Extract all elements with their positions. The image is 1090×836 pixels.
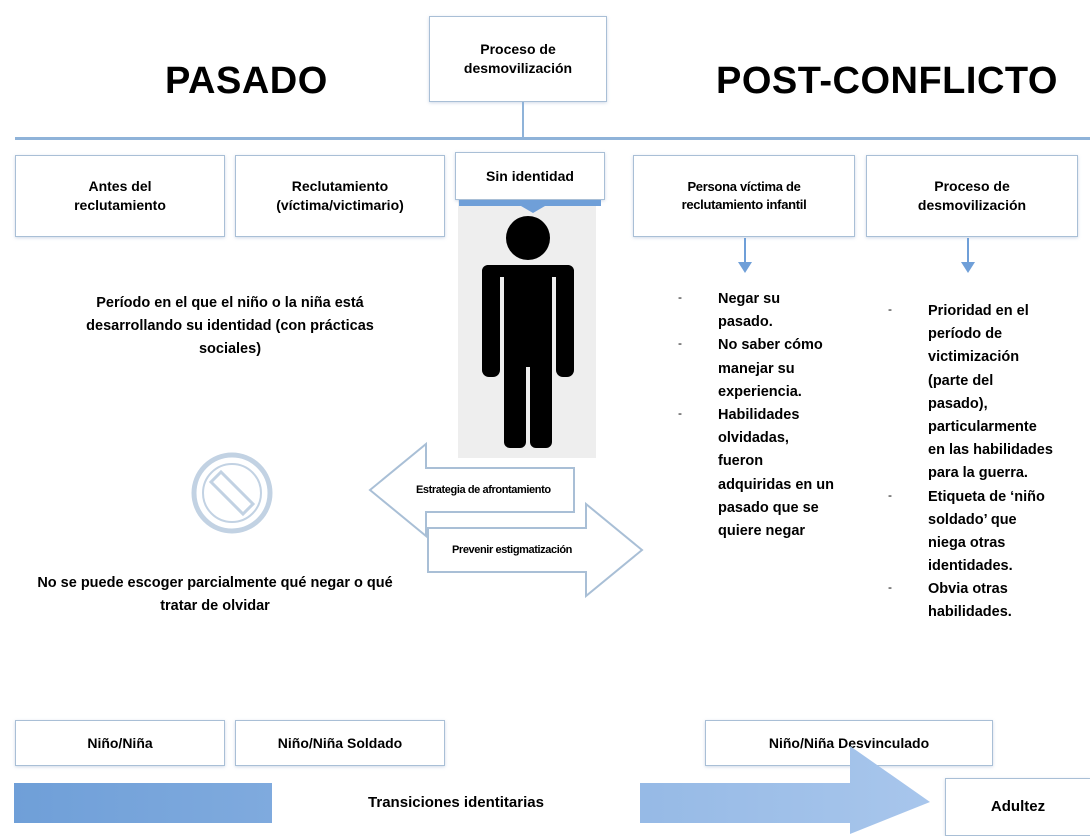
stage-before-recruitment: Antes del reclutamiento	[15, 155, 225, 237]
period-description: Período en el que el niño o la niña está…	[86, 295, 374, 358]
timeline-divider	[15, 137, 1090, 140]
demobilization-consequences-list: Prioridad en el período de victimización…	[878, 300, 1053, 625]
child-box: Niño/Niña	[15, 720, 225, 766]
stage-recruitment-label: Reclutamiento (víctima/victimario)	[276, 178, 404, 213]
cannot-choose-text: No se puede escoger parcialmente qué neg…	[37, 575, 393, 615]
top-connector	[522, 102, 524, 138]
top-process-box: Proceso de desmovilización	[429, 16, 607, 102]
list-item: Negar su pasado.	[668, 288, 838, 334]
stage-victim-label: Persona víctima de reclutamiento infanti…	[681, 179, 807, 212]
list-item: Etiqueta de ‘niño soldado’ que niega otr…	[878, 486, 1053, 579]
child-soldier-label: Niño/Niña Soldado	[277, 734, 403, 751]
prevent-stigma-label: Prevenir estigmatización	[452, 544, 573, 556]
unlinked-child-label: Niño/Niña Desvinculado	[768, 734, 930, 751]
pasado-heading: PASADO	[165, 60, 328, 102]
unlinked-child-box: Niño/Niña Desvinculado	[705, 720, 993, 766]
no-identity-tab	[459, 200, 601, 213]
stage-victim: Persona víctima de reclutamiento infanti…	[633, 155, 855, 237]
child-label: Niño/Niña	[87, 734, 153, 751]
left-arrow-icon	[368, 441, 575, 539]
victim-consequences-list: Negar su pasado. No saber cómo manejar s…	[668, 288, 838, 543]
stage-demobilization: Proceso de desmovilización	[866, 155, 1078, 237]
stage-no-identity: Sin identidad	[455, 152, 605, 200]
list-item: Prioridad en el período de victimización…	[878, 300, 1053, 486]
stage-demobilization-label: Proceso de desmovilización	[917, 178, 1027, 213]
list-item: No saber cómo manejar su experiencia.	[668, 334, 838, 404]
coping-strategy-label: Estrategia de afrontamiento	[416, 484, 551, 496]
right-arrow-icon	[427, 501, 644, 599]
list-item: Obvia otras habilidades.	[878, 578, 1053, 624]
prohibited-icon	[191, 452, 273, 534]
transitions-label: Transiciones identitarias	[368, 794, 544, 811]
stage-before-label: Antes del reclutamiento	[74, 178, 166, 213]
stage-no-identity-label: Sin identidad	[486, 167, 574, 184]
child-soldier-box: Niño/Niña Soldado	[235, 720, 445, 766]
adulthood-box: Adultez	[945, 778, 1090, 836]
post-conflicto-heading: POST-CONFLICTO	[716, 60, 1058, 102]
person-silhouette-icon	[482, 216, 574, 448]
list-item: Habilidades olvidadas, fueron adquiridas…	[668, 404, 838, 543]
down-arrow-icon	[961, 238, 975, 273]
stage-recruitment: Reclutamiento (víctima/victimario)	[235, 155, 445, 237]
top-process-label: Proceso de desmovilización	[463, 41, 573, 76]
down-arrow-icon	[738, 238, 752, 273]
adulthood-label: Adultez	[990, 797, 1046, 815]
transitions-label-box: Transiciones identitarias	[272, 783, 640, 823]
